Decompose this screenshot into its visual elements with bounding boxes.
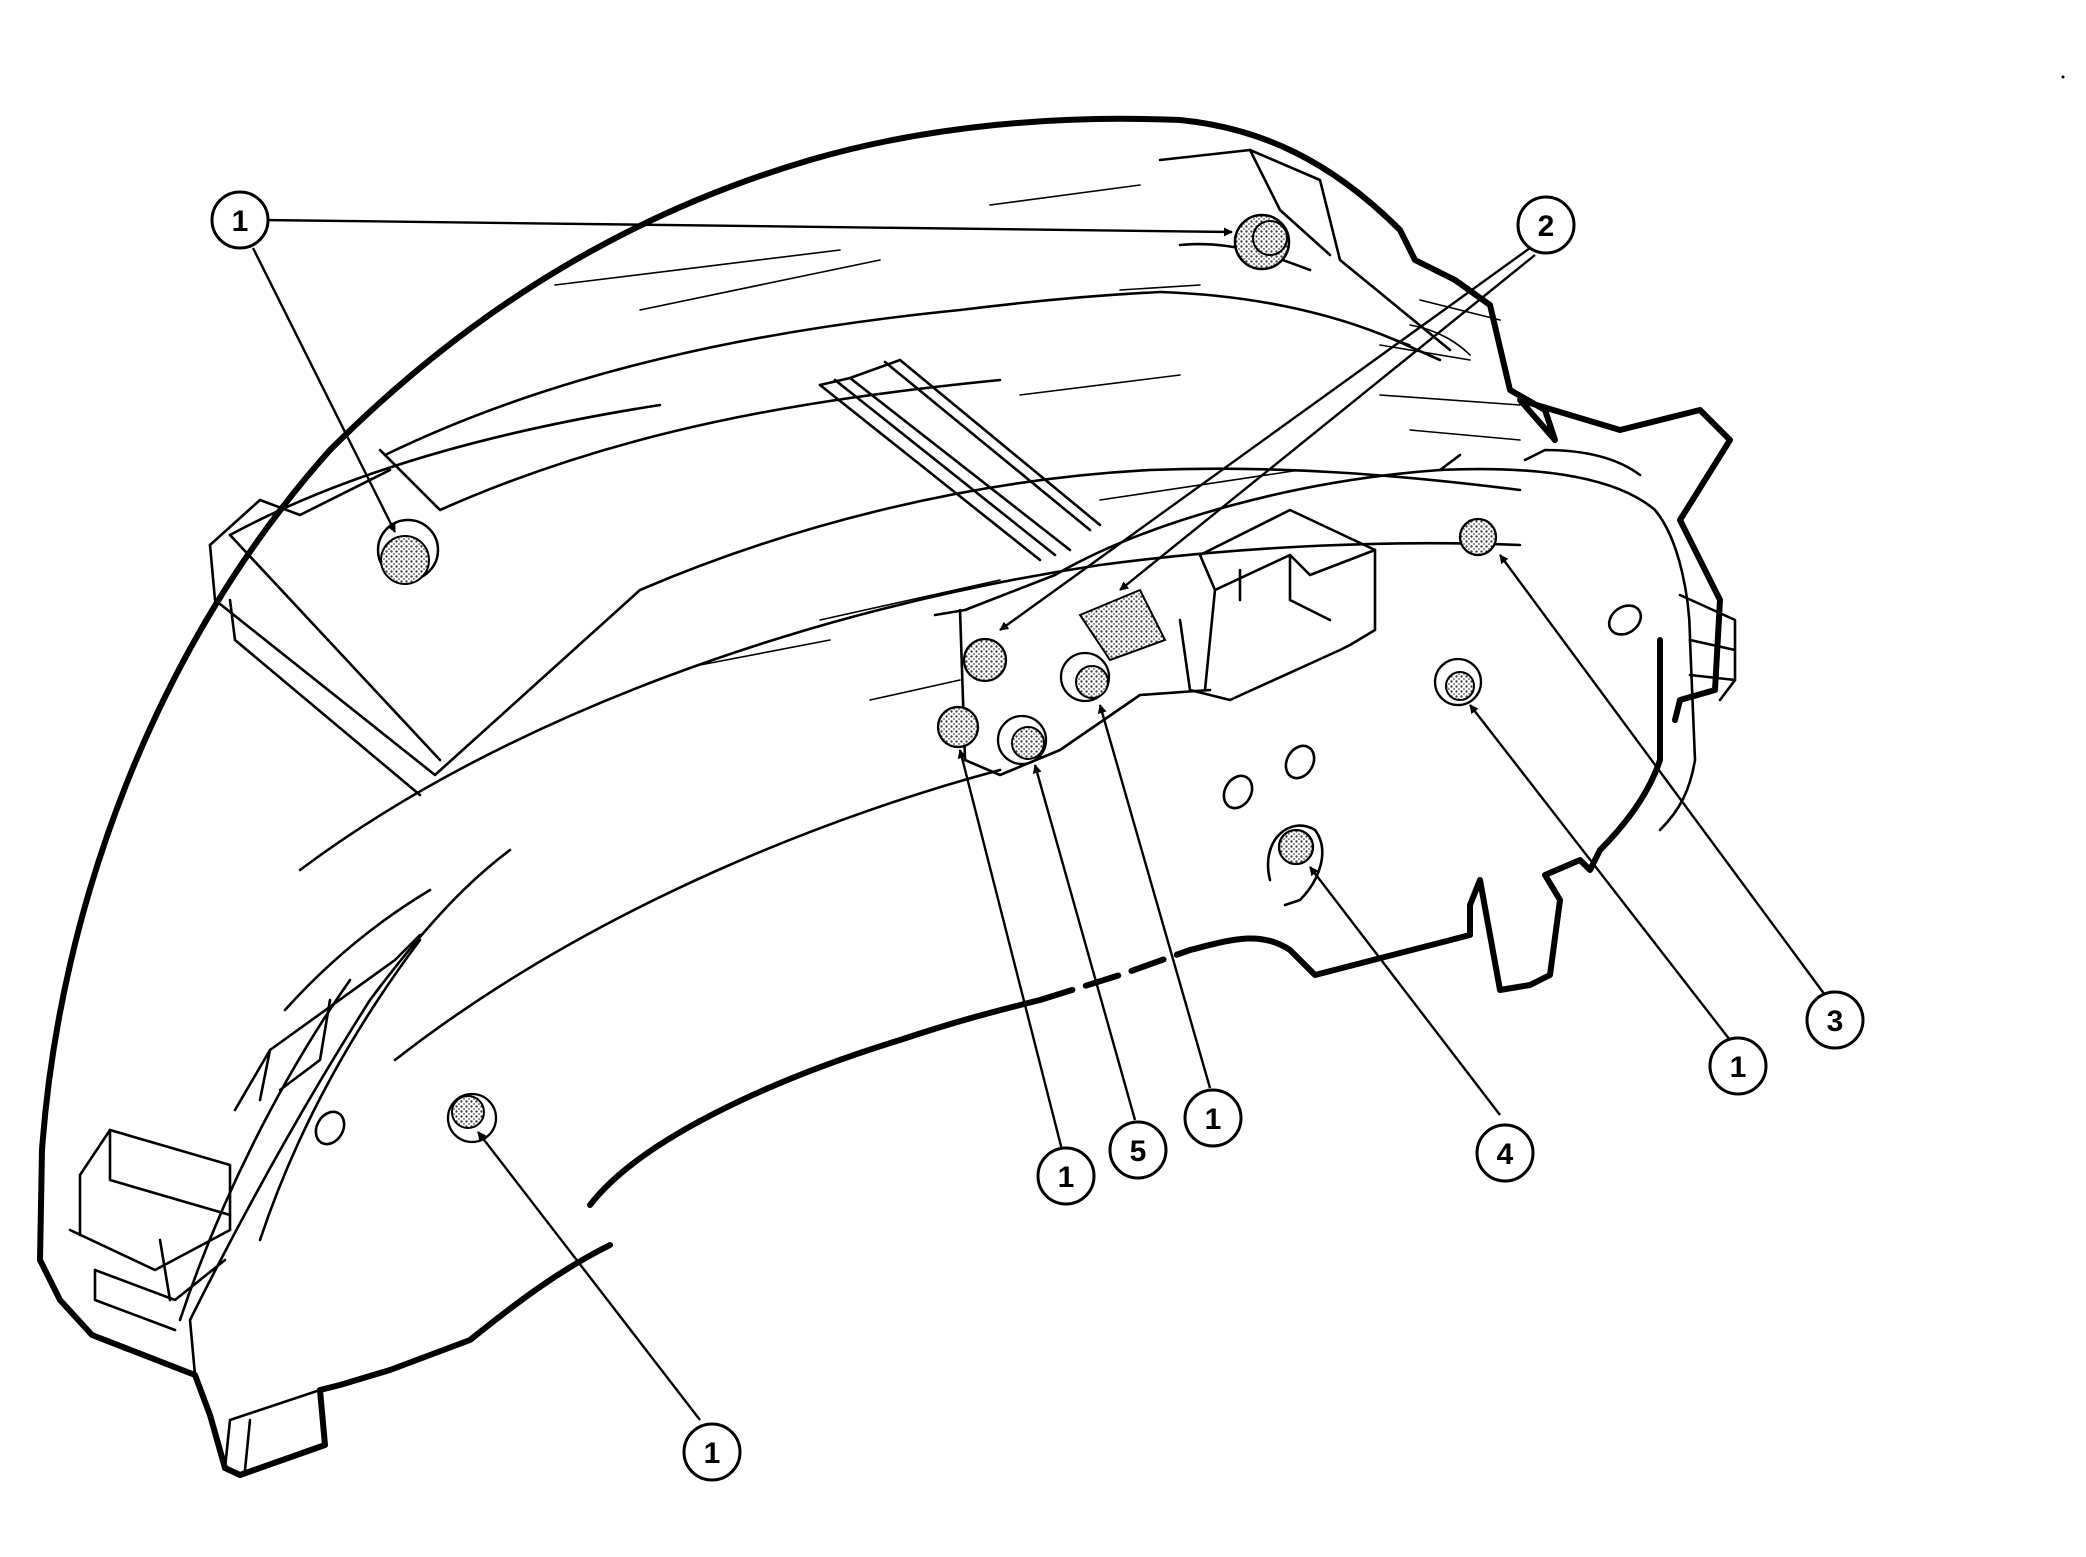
leader-1-bottom	[477, 1131, 701, 1421]
fastener-left-upper	[376, 518, 440, 585]
fastener-stack-1	[962, 637, 1008, 683]
leader-1-right	[1469, 704, 1731, 1041]
callout-2: 2	[1516, 195, 1576, 255]
housing-right-lower-edge	[1597, 637, 1663, 853]
leader-4	[1309, 866, 1501, 1116]
center-slot	[818, 358, 1102, 562]
face-curve-1	[298, 541, 1522, 872]
callouts: 1 2 3 1 4 1 5 1	[210, 190, 1865, 1482]
back-plate-outline	[933, 467, 1697, 832]
housing-foot-left	[223, 1388, 322, 1470]
callout-label: 2	[1538, 210, 1555, 243]
housing-lower-edge	[222, 1242, 613, 1478]
callout-label: 1	[1058, 1161, 1075, 1194]
leader-5	[1032, 764, 1137, 1121]
leader-1-left	[251, 247, 397, 533]
housing-rear-tab-edge	[1187, 847, 1603, 993]
callout-5: 5	[1108, 1120, 1168, 1180]
leader-2-b	[1119, 254, 1536, 591]
housing-outer-shell	[37, 115, 1733, 1471]
leader-1-mid-left	[957, 749, 1064, 1151]
fasteners	[376, 213, 1498, 1144]
leader-1-mid-right	[1097, 704, 1212, 1089]
callout-label: 1	[1205, 1103, 1222, 1136]
fastener-bottom-left	[446, 1092, 498, 1144]
leader-1-top	[261, 218, 1233, 237]
housing-left-wall	[188, 848, 512, 1377]
callout-label: 1	[1730, 1051, 1747, 1084]
callout-1-top-left: 1	[210, 190, 270, 250]
face-curve-2	[283, 888, 432, 1012]
housing-bottom-arc	[587, 997, 1043, 1208]
housing-dashed-edge	[1037, 947, 1193, 1003]
fastener-5	[996, 714, 1048, 766]
left-connector	[68, 1128, 232, 1332]
callout-1-mid-left: 1	[1036, 1146, 1096, 1206]
hood-ridge	[1158, 148, 1452, 352]
leader-3	[1499, 554, 1826, 996]
fastener-4	[1277, 828, 1315, 866]
callout-label: 4	[1497, 1138, 1514, 1171]
leader-lines	[251, 218, 1826, 1421]
callout-3: 3	[1805, 990, 1865, 1050]
fastener-right-mid	[1433, 657, 1483, 707]
cluster-housing	[37, 115, 1737, 1478]
callout-label: 3	[1827, 1005, 1844, 1038]
speck	[2061, 75, 2065, 79]
mounting-holes	[314, 604, 1643, 1146]
fastener-mid	[1059, 651, 1111, 703]
callout-label: 1	[704, 1437, 721, 1470]
shroud-upper-band	[208, 467, 1522, 777]
callout-label: 1	[232, 205, 249, 238]
callout-1-mid-right: 1	[1183, 1088, 1243, 1148]
fastener-stack-2	[936, 705, 980, 749]
callout-1-bottom: 1	[682, 1422, 742, 1482]
right-connector	[1678, 593, 1737, 702]
leader-2-a	[999, 247, 1531, 631]
callout-label: 5	[1130, 1135, 1147, 1168]
callout-1-right: 1	[1708, 1036, 1768, 1096]
plate-connector	[1178, 508, 1377, 702]
fastener-right-upper	[1458, 517, 1498, 557]
fastener-2-connector	[1078, 588, 1167, 662]
shading-strokes	[554, 184, 1521, 701]
fastener-top	[1233, 213, 1291, 271]
callout-4: 4	[1475, 1123, 1535, 1183]
